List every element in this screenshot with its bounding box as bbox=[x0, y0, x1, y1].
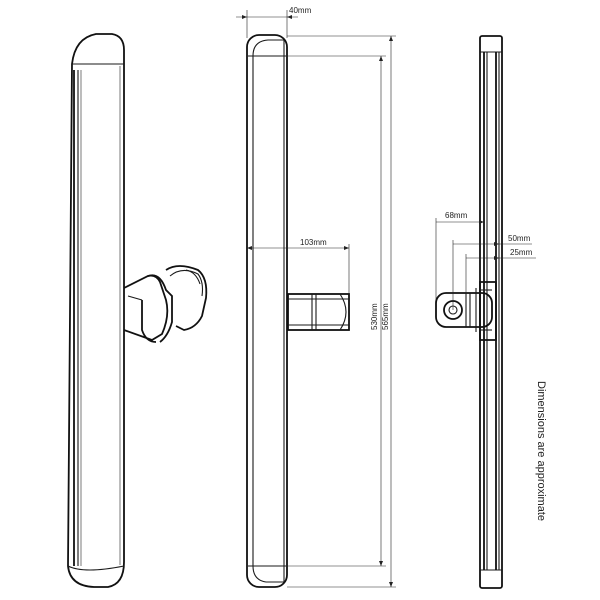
dim-height-inner-label: 530mm bbox=[370, 303, 379, 330]
dim-holder-width-label: 103mm bbox=[300, 238, 327, 247]
dim-offset-1: 50mm bbox=[452, 234, 532, 310]
dim-width-top: 40mm bbox=[236, 6, 312, 38]
side-holder bbox=[435, 281, 497, 341]
dim-projection: 68mm bbox=[435, 211, 484, 300]
dim-width-top-label: 40mm bbox=[289, 6, 312, 15]
dimensions-note: Dimensions are approximate bbox=[535, 381, 547, 521]
perspective-rail bbox=[67, 33, 125, 588]
perspective-view bbox=[67, 33, 208, 588]
side-view: 68mm 50mm 25mm Dimensions are approximat… bbox=[435, 35, 547, 589]
dim-holder-width: 103mm bbox=[247, 238, 350, 294]
front-rail bbox=[246, 34, 288, 588]
dim-projection-label: 68mm bbox=[445, 211, 468, 220]
side-rail bbox=[479, 35, 503, 589]
perspective-holder bbox=[123, 265, 208, 343]
dim-offset-2-label: 25mm bbox=[510, 248, 533, 257]
dim-height-overall-label: 565mm bbox=[381, 303, 390, 330]
dim-offset-1-label: 50mm bbox=[508, 234, 531, 243]
dim-offset-2: 25mm bbox=[465, 248, 536, 300]
dim-heights: 530mm 565mm bbox=[287, 35, 396, 588]
front-holder bbox=[287, 293, 350, 331]
front-view: 40mm 103mm 530mm 565mm bbox=[236, 6, 396, 588]
